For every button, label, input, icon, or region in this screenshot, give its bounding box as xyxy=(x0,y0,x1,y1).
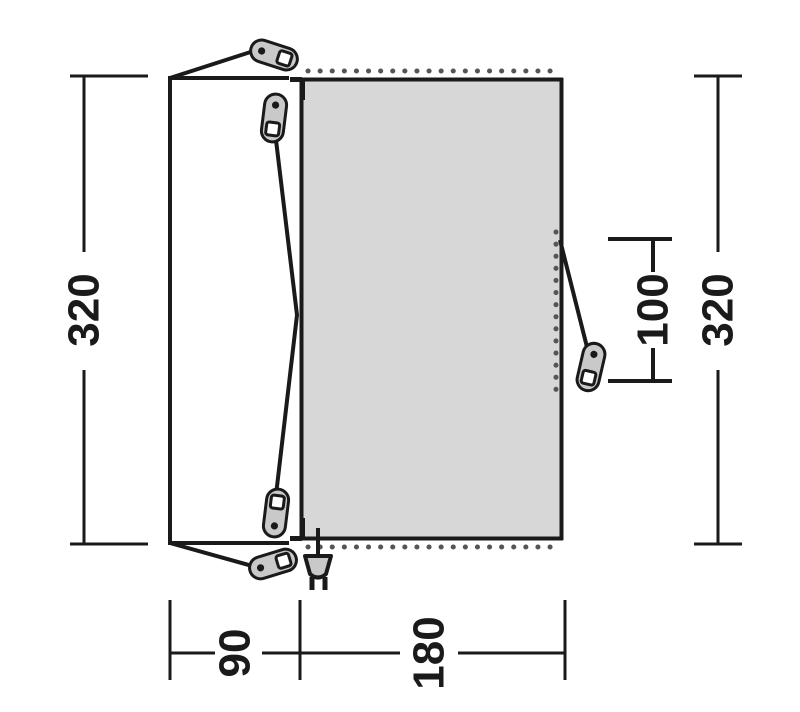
guy-line-top-left xyxy=(169,46,264,80)
guy-line-inner-vertical xyxy=(274,139,299,496)
dimension-label-100: 100 xyxy=(629,273,678,346)
dimension-overall-depth-left: 320 xyxy=(60,74,148,546)
dimension-label-90: 90 xyxy=(211,629,260,678)
panel-corner-ticks xyxy=(290,77,305,541)
main-gray-panel xyxy=(299,77,564,541)
dimension-guy-line-offset: 100 xyxy=(608,237,678,383)
power-plug-icon xyxy=(303,528,333,590)
guy-line-right xyxy=(558,239,591,356)
canopy-outline xyxy=(168,76,289,545)
dimension-main-body-width: 180 xyxy=(300,616,565,690)
dimension-label-right-320: 320 xyxy=(694,273,743,346)
dimension-label-180: 180 xyxy=(405,616,454,689)
dimension-bottom-group: 90 180 xyxy=(168,600,567,690)
dimension-canopy-extension-width: 90 xyxy=(170,629,300,678)
dimension-overall-depth-right: 320 xyxy=(694,74,743,546)
peg-lower-mid[interactable] xyxy=(260,486,292,540)
dimension-label-left-320: 320 xyxy=(60,273,109,346)
guy-line-bottom-left xyxy=(169,541,264,571)
peg-upper-mid[interactable] xyxy=(258,91,290,145)
